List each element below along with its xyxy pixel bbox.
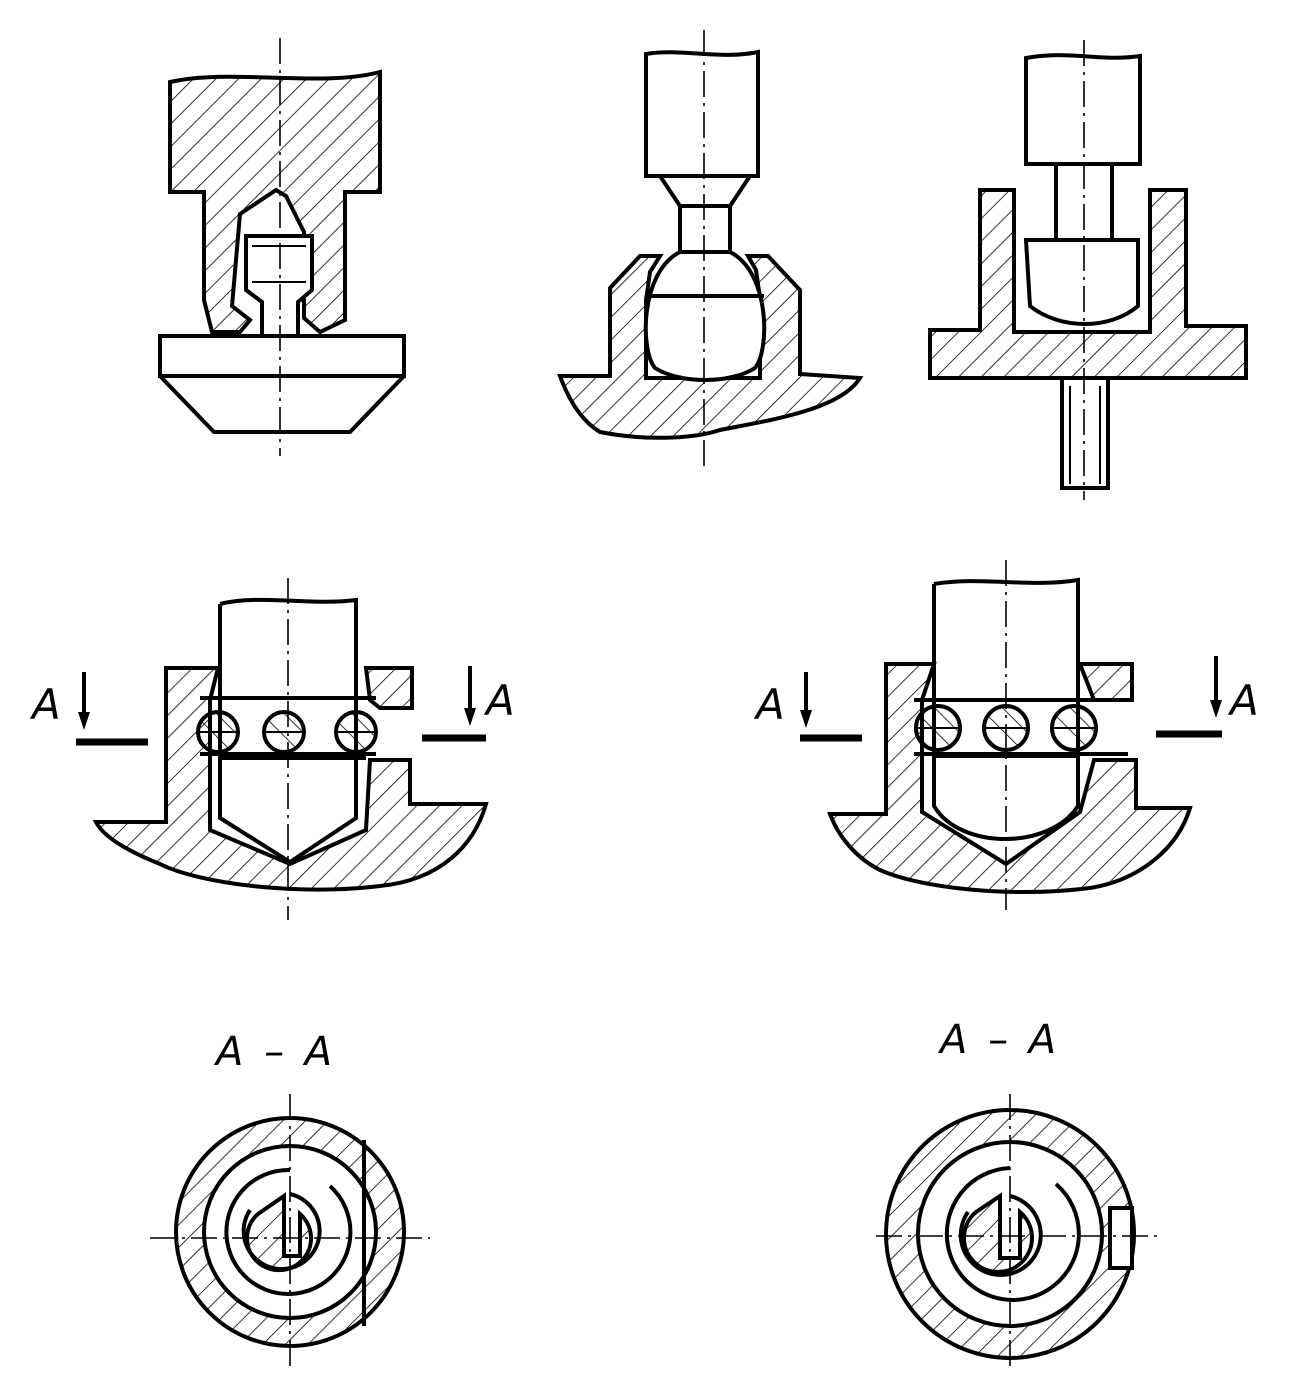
section-mark-left-a1: A bbox=[32, 680, 61, 729]
figure-top-center bbox=[557, 30, 864, 470]
section-aa-left bbox=[150, 1094, 430, 1366]
section-title-right: A – A bbox=[940, 1017, 1061, 1063]
figure-middle-right bbox=[800, 560, 1222, 910]
section-mark-right-a1: A bbox=[756, 680, 785, 729]
figure-middle-left bbox=[76, 578, 489, 920]
figure-top-right bbox=[928, 40, 1248, 500]
section-mark-left-a2: A bbox=[486, 676, 515, 725]
figure-top-left bbox=[158, 38, 406, 456]
section-mark-right-a2: A bbox=[1230, 676, 1259, 725]
section-title-left: A – A bbox=[216, 1029, 337, 1075]
section-aa-right bbox=[876, 1094, 1160, 1368]
